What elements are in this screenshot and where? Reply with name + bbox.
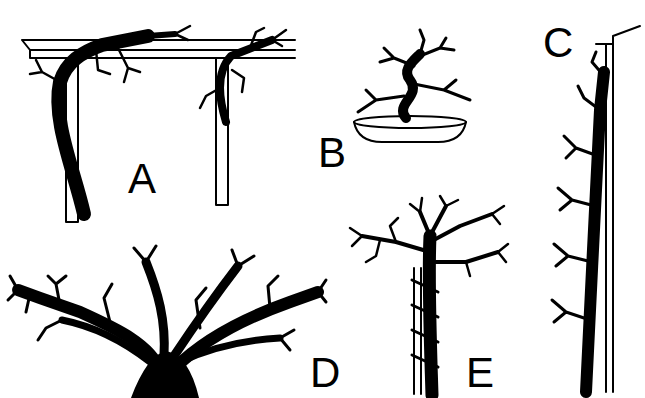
form-letter: D: [310, 352, 340, 394]
staked-tree: [350, 196, 508, 395]
form-letter: A: [128, 158, 156, 200]
form-letter: B: [318, 132, 346, 174]
vine-trunk: [30, 26, 286, 214]
bonsai: [354, 30, 470, 142]
spreading-tree: [8, 246, 326, 398]
espalier-tree: [552, 52, 604, 392]
form-letter: E: [466, 352, 494, 394]
form-letter: C: [543, 22, 573, 64]
